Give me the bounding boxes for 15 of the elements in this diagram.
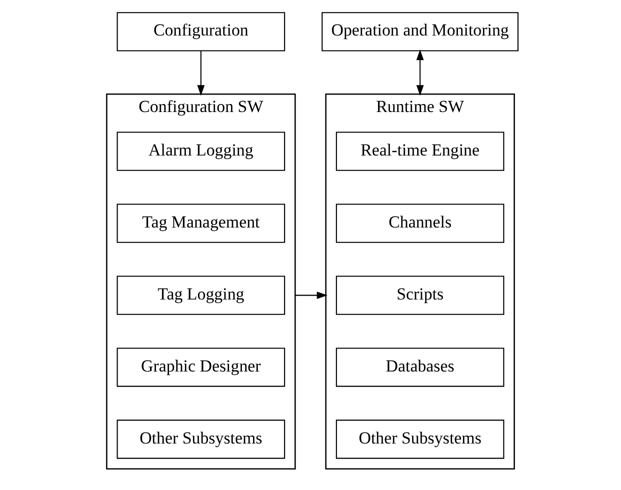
node-box: Graphic Designer — [116, 348, 286, 387]
arrow — [197, 51, 205, 96]
node-box: Real-time Engine — [336, 132, 504, 171]
node-box: Scripts — [336, 276, 504, 315]
node-box: Operation and Monitoring — [322, 12, 519, 52]
node-box: Other Subsystems — [116, 420, 286, 459]
node-box: Other Subsystems — [336, 420, 504, 459]
node-box: Configuration — [116, 12, 286, 52]
arrow — [295, 292, 328, 299]
node-box: Tag Management — [116, 204, 286, 243]
arrow — [416, 49, 424, 96]
node-box: Tag Logging — [116, 276, 286, 315]
node-box: Channels — [336, 204, 504, 243]
node-box: Databases — [336, 348, 504, 387]
node-box: Alarm Logging — [116, 132, 286, 171]
